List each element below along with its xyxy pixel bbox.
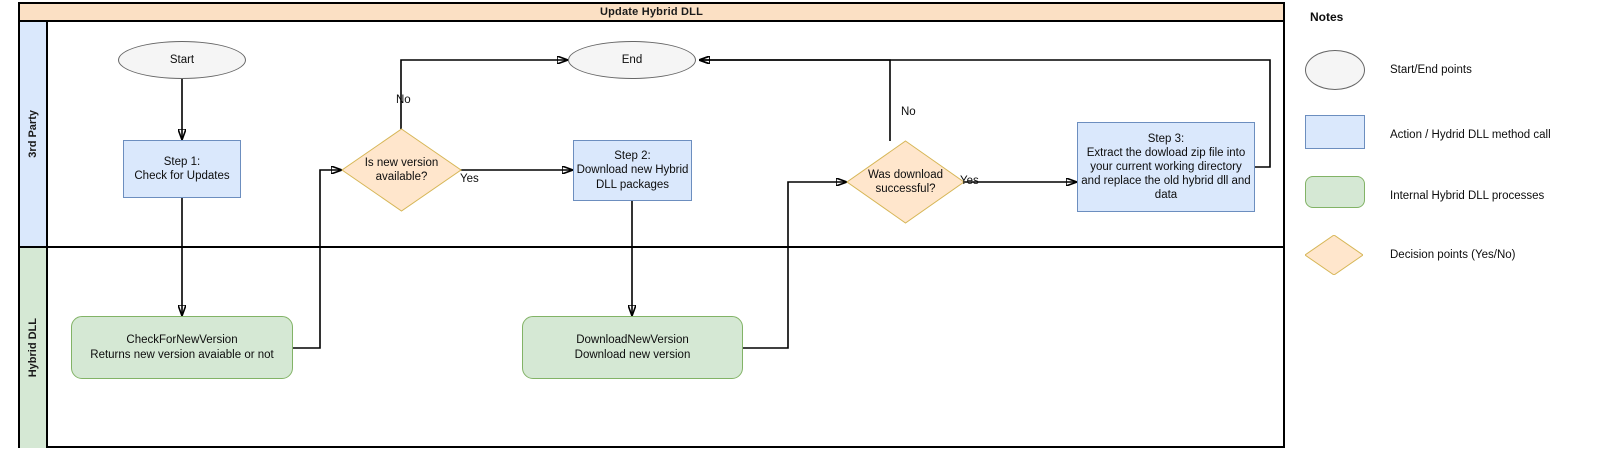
node-decision2[interactable]: Was download successful? — [846, 140, 965, 224]
decision2-shape — [846, 140, 965, 224]
legend-item-action-label: Action / Hydrid DLL method call — [1390, 129, 1551, 141]
decision1-shape — [341, 128, 462, 212]
lane-header-hybrid-dll: Hybrid DLL — [20, 248, 48, 448]
lane-header-third-party: 3rd Party — [20, 22, 48, 246]
node-download-new-version-label: DownloadNewVersion Download new version — [574, 334, 691, 361]
legend-item-decision: Decision points (Yes/No) — [1304, 234, 1595, 276]
node-check-for-new-version-label: CheckForNewVersion Returns new version a… — [90, 334, 274, 361]
legend-item-process-label: Internal Hybrid DLL processes — [1390, 190, 1545, 202]
legend-item-process: Internal Hybrid DLL processes — [1305, 176, 1595, 216]
node-download-new-version[interactable]: DownloadNewVersion Download new version — [522, 316, 743, 379]
node-step3-label: Step 3: Extract the dowload zip file int… — [1081, 132, 1251, 202]
edge-label-decision2-no: No — [901, 106, 916, 118]
legend-notes: Notes Start/End points Action / Hydrid D… — [1304, 10, 1595, 276]
lane-third-party: 3rd Party — [20, 22, 1283, 246]
legend-rect-icon — [1305, 115, 1365, 149]
node-step1-label: Step 1: Check for Updates — [134, 155, 230, 182]
legend-title: Notes — [1310, 10, 1344, 24]
legend-item-decision-label: Decision points (Yes/No) — [1390, 249, 1516, 261]
edge-label-decision2-yes: Yes — [960, 175, 979, 187]
legend-round-rect-icon — [1305, 176, 1365, 208]
legend-ellipse-icon — [1305, 50, 1365, 90]
edge-label-decision1-no: No — [396, 94, 411, 106]
node-end[interactable]: End — [568, 41, 696, 79]
node-step1[interactable]: Step 1: Check for Updates — [123, 140, 241, 198]
pool-title: Update Hybrid DLL — [20, 4, 1283, 22]
node-end-label: End — [621, 53, 643, 66]
lane-label-third-party: 3rd Party — [27, 110, 39, 158]
node-step3[interactable]: Step 3: Extract the dowload zip file int… — [1077, 122, 1255, 212]
node-start-label: Start — [169, 53, 195, 66]
node-decision2-label: Was download successful? — [867, 168, 943, 195]
node-decision1[interactable]: Is new version available? — [341, 128, 462, 212]
legend-item-start-end-label: Start/End points — [1390, 64, 1472, 76]
node-step2[interactable]: Step 2: Download new Hybrid DLL packages — [573, 140, 692, 201]
node-start[interactable]: Start — [118, 41, 246, 79]
node-step2-label: Step 2: Download new Hybrid DLL packages — [576, 150, 689, 191]
node-decision1-label: Is new version available? — [364, 156, 439, 183]
legend-diamond-icon — [1304, 234, 1364, 276]
legend-item-start-end: Start/End points — [1305, 50, 1595, 90]
lane-label-hybrid-dll: Hybrid DLL — [27, 318, 39, 378]
edge-label-decision1-yes: Yes — [460, 173, 479, 185]
legend-item-action: Action / Hydrid DLL method call — [1305, 115, 1595, 155]
node-check-for-new-version[interactable]: CheckForNewVersion Returns new version a… — [71, 316, 293, 379]
lane-hybrid-dll: Hybrid DLL — [20, 246, 1283, 448]
